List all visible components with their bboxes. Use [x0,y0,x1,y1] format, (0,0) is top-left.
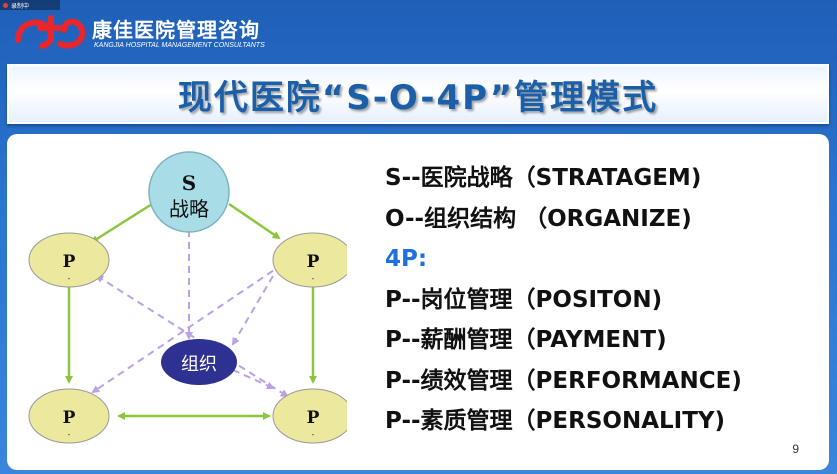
title-banner: 现代医院“S-O-4P”管理模式 [7,64,829,124]
brand-name-cn: 康佳医院管理咨询 [92,18,260,42]
list-item-personality: P--素质管理（PERSONALITY) [385,408,726,434]
recording-indicator: 录制中 [0,0,60,10]
list-item-strategy: S--医院战略（STRATAGEM) [385,165,702,191]
node-p-top-right-letter: P [307,252,320,272]
node-p-top-left-sub: - [68,274,71,283]
node-p-bottom-left-letter: P [63,408,76,428]
node-strategy-label: 战略 [169,197,209,221]
slide-header: 康佳医院管理咨询 KANGJIA HOSPITAL MANAGEMENT CON… [0,0,837,62]
node-organization-label: 组织 [181,354,217,375]
recording-label: 录制中 [11,2,30,10]
arrow-organization-to-p-bottom-right [232,369,275,390]
arrow-p-top-right-to-organization [231,275,274,346]
node-p-top-left-letter: P [63,252,76,272]
page-number: 9 [792,442,799,456]
brand-name-en: KANGJIA HOSPITAL MANAGEMENT CONSULTANTS [94,42,265,49]
node-p-top-right-sub: - [312,274,315,283]
s-o-4p-diagram: S 战略 P - P - 组织 P - P - [28,151,347,444]
arrow-s-to-p-top-left [90,202,153,244]
arrow-s-to-p-top-right [228,202,281,240]
kangjia-logo-icon [15,15,86,49]
node-p-bottom-left: P - [28,388,110,444]
list-item-performance: P--绩效管理（PERFORMANCE) [385,367,742,394]
node-p-top-right: P - [272,232,347,288]
record-dot-icon [3,2,8,8]
list-item-organize: O--组织结构 （ORGANIZE) [385,205,692,232]
node-p-bottom-left-sub: - [68,430,71,439]
node-p-bottom-right-letter: P [307,408,320,428]
node-strategy: S 战略 [148,151,230,233]
node-organization: 组织 [161,339,237,385]
list-item-payment: P--薪酬管理（PAYMENT) [385,327,667,353]
node-strategy-letter: S [182,171,196,195]
list-item-position: P--岗位管理（POSITON) [385,286,663,313]
content-panel: S 战略 P - P - 组织 P - P - [7,134,829,470]
slide-title: 现代医院“S-O-4P”管理模式 [177,77,659,118]
node-p-bottom-right-sub: - [312,430,315,439]
arrow-p-top-right-to-p-bottom-left [91,262,285,394]
list-item-4p-heading: 4P: [385,246,428,272]
model-definition-list: S--医院战略（STRATAGEM) O--组织结构 （ORGANIZE) 4P… [385,158,825,442]
node-p-bottom-right: P - [272,388,347,444]
node-p-top-left: P - [28,232,110,288]
